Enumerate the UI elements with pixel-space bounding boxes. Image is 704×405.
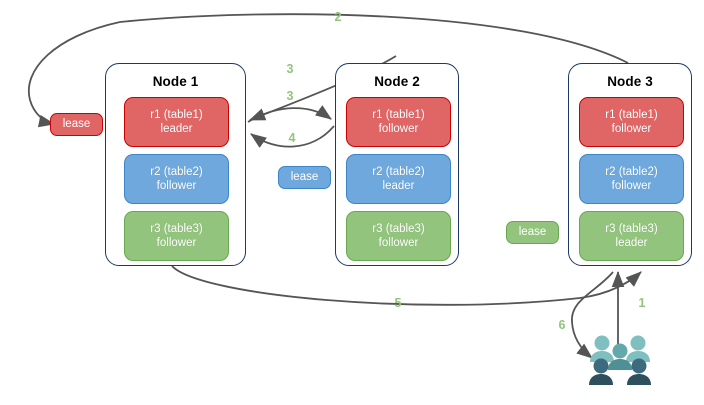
node-title-node-3: Node 3 xyxy=(607,74,653,89)
replica-role: follower xyxy=(156,180,197,192)
lease-box-green[interactable]: lease xyxy=(506,221,559,244)
edge-label-6: 6 xyxy=(558,318,566,332)
replica-name: r1 (table1) xyxy=(150,108,203,121)
lease-label: lease xyxy=(518,226,547,238)
lease-label: lease xyxy=(62,118,91,130)
edge-5-path xyxy=(171,265,642,306)
replica-role: follower xyxy=(378,237,419,249)
replica-name: r3 (table3) xyxy=(372,222,425,235)
lease-label: lease xyxy=(290,171,319,183)
replica-role: follower xyxy=(611,180,652,192)
node-box-node-1[interactable]: Node 1 r1 (table1) leader r2 (table2) fo… xyxy=(105,63,246,266)
edge-label-5: 5 xyxy=(394,296,402,310)
replica-role: leader xyxy=(382,180,415,192)
replica-name: r1 (table1) xyxy=(372,108,425,121)
replica-name: r3 (table3) xyxy=(150,222,203,235)
replica-name: r2 (table2) xyxy=(372,165,425,178)
replica-name: r1 (table1) xyxy=(605,108,658,121)
edge-label-2: 2 xyxy=(334,10,342,24)
lease-box-red[interactable]: lease xyxy=(50,113,103,136)
edge-label-3b: 3 xyxy=(286,89,294,103)
people-group-icon[interactable] xyxy=(588,334,652,390)
replica-n3-r1[interactable]: r1 (table1) follower xyxy=(579,97,684,147)
replica-role: follower xyxy=(378,123,419,135)
replica-n2-r2[interactable]: r2 (table2) leader xyxy=(346,154,451,204)
replica-role: leader xyxy=(615,237,648,249)
replica-n1-r3[interactable]: r3 (table3) follower xyxy=(124,211,229,261)
replica-role: follower xyxy=(156,237,197,249)
node-box-node-3[interactable]: Node 3 r1 (table1) follower r2 (table2) … xyxy=(568,63,692,266)
edge-label-3a: 3 xyxy=(286,62,294,76)
replica-name: r3 (table3) xyxy=(605,222,658,235)
replica-name: r2 (table2) xyxy=(150,165,203,178)
replica-n2-r1[interactable]: r1 (table1) follower xyxy=(346,97,451,147)
replica-n1-r2[interactable]: r2 (table2) follower xyxy=(124,154,229,204)
node-title-node-1: Node 1 xyxy=(152,74,199,89)
replica-n3-r2[interactable]: r2 (table2) follower xyxy=(579,154,684,204)
replica-n1-r1[interactable]: r1 (table1) leader xyxy=(124,97,229,147)
lease-box-blue[interactable]: lease xyxy=(278,166,331,189)
replica-name: r2 (table2) xyxy=(605,165,658,178)
replica-role: leader xyxy=(160,123,193,135)
node-box-node-2[interactable]: Node 2 r1 (table1) follower r2 (table2) … xyxy=(335,63,459,266)
edge-label-4: 4 xyxy=(288,131,296,145)
edge-3b-path xyxy=(247,105,332,123)
node-title-node-2: Node 2 xyxy=(374,74,420,89)
replica-n2-r3[interactable]: r3 (table3) follower xyxy=(346,211,451,261)
replica-n3-r3[interactable]: r3 (table3) leader xyxy=(579,211,684,261)
replica-role: follower xyxy=(611,123,652,135)
edge-label-1: 1 xyxy=(638,296,646,310)
